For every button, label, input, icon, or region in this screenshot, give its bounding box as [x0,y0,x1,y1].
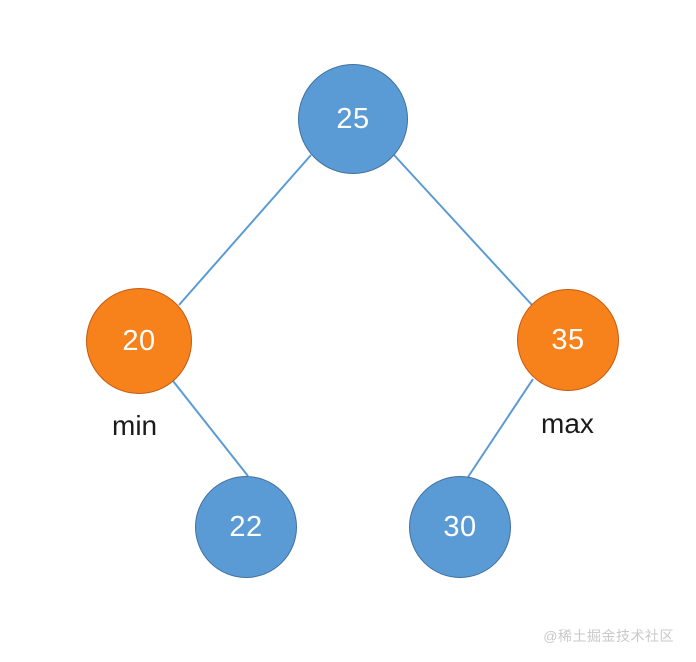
edge-right-to-right-left [467,378,534,478]
tree-node-left-value: 20 [122,324,156,357]
tree-node-right-left-value: 30 [443,510,477,543]
edge-left-to-left-right [172,380,249,477]
edge-root-to-left [178,154,312,306]
min-label: min [112,410,158,441]
max-label: max [541,408,594,439]
watermark: @稀土掘金技术社区 [543,628,674,644]
tree-node-root-value: 25 [336,102,370,135]
edge-root-to-right [393,154,533,306]
tree-node-left-right-value: 22 [229,510,263,543]
tree-node-left[interactable]: 20 [86,288,192,394]
tree-node-right-value: 35 [551,323,585,356]
tree-node-right[interactable]: 35 [517,289,619,391]
tree-node-left-right[interactable]: 22 [195,476,297,578]
tree-node-root[interactable]: 25 [298,64,408,174]
tree-node-right-left[interactable]: 30 [409,476,511,578]
